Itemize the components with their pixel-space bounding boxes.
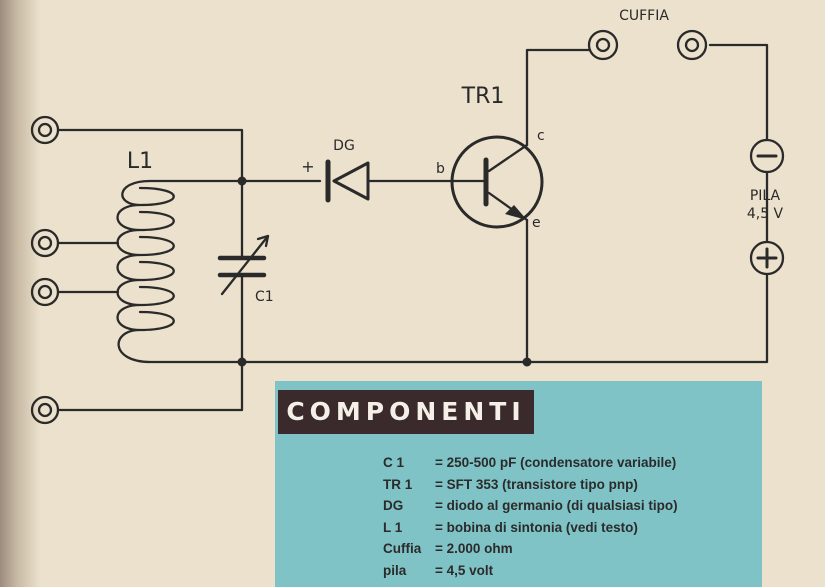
terminal-ground bbox=[30, 395, 60, 425]
plus-icon bbox=[756, 247, 778, 269]
components-title: COMPONENTI bbox=[278, 390, 534, 434]
label-diode-plus: + bbox=[301, 157, 314, 176]
label-tr1: TR1 bbox=[461, 84, 505, 109]
label-dg: DG bbox=[333, 138, 355, 154]
component-key: pila bbox=[383, 562, 407, 578]
component-key: DG bbox=[383, 498, 404, 513]
capacitor-arrow-head bbox=[256, 234, 270, 248]
list-item: TR 1 = SFT 353 (transistore tipo pnp) bbox=[383, 474, 678, 496]
label-c1: C1 bbox=[255, 289, 274, 305]
terminal-antenna bbox=[30, 115, 60, 145]
wire-ground bbox=[56, 360, 244, 412]
page-binding-shadow bbox=[0, 0, 40, 587]
capacitor-variable-arrow bbox=[220, 234, 270, 296]
label-emitter: e bbox=[532, 215, 541, 231]
terminal-cuffia-2 bbox=[676, 29, 708, 61]
component-value: = SFT 353 (transistore tipo pnp) bbox=[435, 476, 638, 492]
label-voltage: 4,5 V bbox=[747, 206, 784, 222]
terminal-tap-2 bbox=[30, 228, 60, 258]
component-value: = bobina di sintonia (vedi testo) bbox=[435, 519, 638, 535]
component-value: = diodo al germanio (di qualsiasi tipo) bbox=[435, 498, 678, 513]
coil-l1 bbox=[116, 179, 175, 364]
terminal-cuffia-1 bbox=[587, 29, 619, 61]
wire-top-left bbox=[56, 128, 244, 183]
emitter-arrow bbox=[505, 205, 527, 220]
label-cuffia: CUFFIA bbox=[619, 8, 669, 24]
battery-negative-pole bbox=[749, 138, 785, 174]
list-item: Cuffia = 2.000 ohm bbox=[383, 538, 678, 560]
component-key: TR 1 bbox=[383, 476, 413, 492]
component-key: L 1 bbox=[383, 519, 403, 535]
junction-dot-bottom bbox=[237, 357, 247, 367]
component-value: = 2.000 ohm bbox=[435, 541, 513, 556]
transistor-collector-lead bbox=[487, 143, 529, 173]
component-key: Cuffia bbox=[383, 541, 422, 556]
components-list: C 1 = 250-500 pF (condensatore variabile)… bbox=[383, 452, 678, 581]
label-base: b bbox=[436, 161, 445, 177]
wire-cuffia-to-pila bbox=[708, 43, 769, 142]
label-l1: L1 bbox=[127, 149, 153, 174]
list-item: pila = 4,5 volt bbox=[383, 560, 678, 582]
list-item: DG = diodo al germanio (di qualsiasi tipo… bbox=[383, 495, 678, 517]
component-value: = 4,5 volt bbox=[435, 562, 494, 578]
wire-bottom-rail bbox=[148, 273, 769, 364]
transistor-body bbox=[450, 135, 544, 229]
label-collector: c bbox=[537, 128, 545, 144]
component-value: = 250-500 pF (condensatore variabile) bbox=[435, 455, 677, 470]
junction-dot-top bbox=[237, 176, 247, 186]
list-item: L 1 = bobina di sintonia (vedi testo) bbox=[383, 517, 678, 539]
battery-positive-pole bbox=[749, 240, 785, 276]
terminal-tap-3 bbox=[30, 277, 60, 307]
junction-dot-emitter bbox=[522, 357, 532, 367]
list-item: C 1 = 250-500 pF (condensatore variabile) bbox=[383, 452, 678, 474]
label-pila: PILA bbox=[750, 188, 781, 204]
wire-collector bbox=[525, 48, 592, 147]
component-key: C 1 bbox=[383, 455, 405, 470]
diode-triangle bbox=[332, 161, 370, 201]
